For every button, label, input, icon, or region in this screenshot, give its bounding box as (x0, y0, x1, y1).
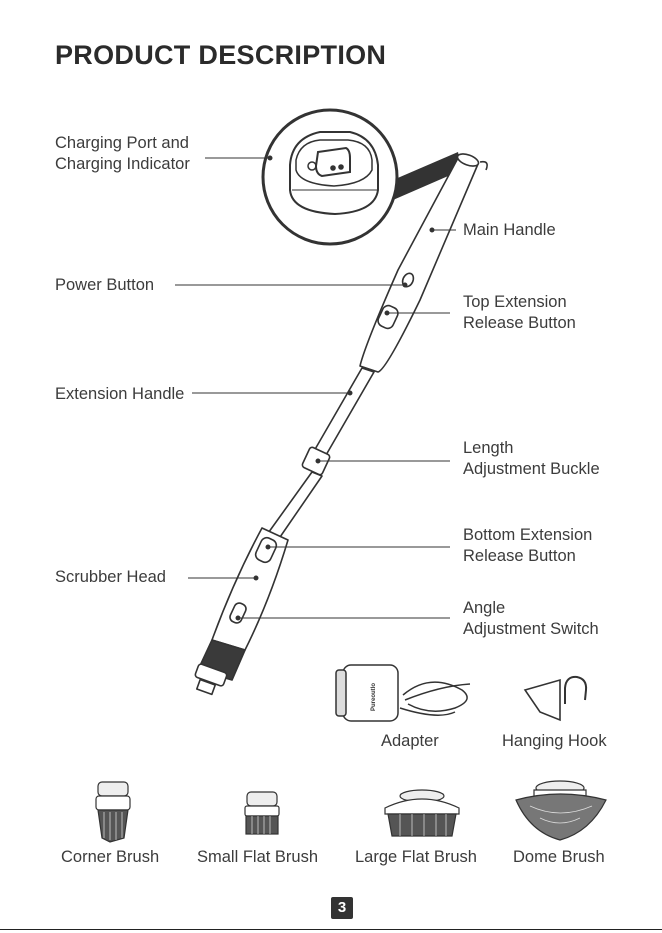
adapter-image: Pureoutlo (335, 664, 471, 722)
label-adapter: Adapter (381, 732, 439, 750)
large-flat-brush-image (384, 789, 460, 837)
dome-brush-image (515, 780, 607, 841)
adapter-brand: Pureoutlo (371, 683, 377, 711)
label-main-handle: Main Handle (463, 221, 556, 239)
small-flat-brush-image (244, 791, 280, 835)
label-large-flat-brush: Large Flat Brush (355, 848, 477, 866)
callout-lines (175, 155, 456, 621)
hanging-hook-image (523, 675, 588, 722)
label-extension-handle: Extension Handle (55, 385, 185, 403)
label-small-flat-brush: Small Flat Brush (197, 848, 319, 866)
bottom-rule (0, 929, 662, 930)
label-hanging-hook: Hanging Hook (502, 732, 607, 750)
page-title: PRODUCT DESCRIPTION (55, 40, 387, 70)
corner-brush-image (95, 781, 131, 843)
page-number: 3 (331, 897, 353, 919)
label-dome-brush: Dome Brush (513, 848, 605, 866)
charging-port-magnifier (261, 108, 462, 246)
label-scrubber-head: Scrubber Head (55, 568, 166, 586)
label-corner-brush: Corner Brush (61, 848, 160, 866)
label-power-button: Power Button (55, 276, 155, 294)
